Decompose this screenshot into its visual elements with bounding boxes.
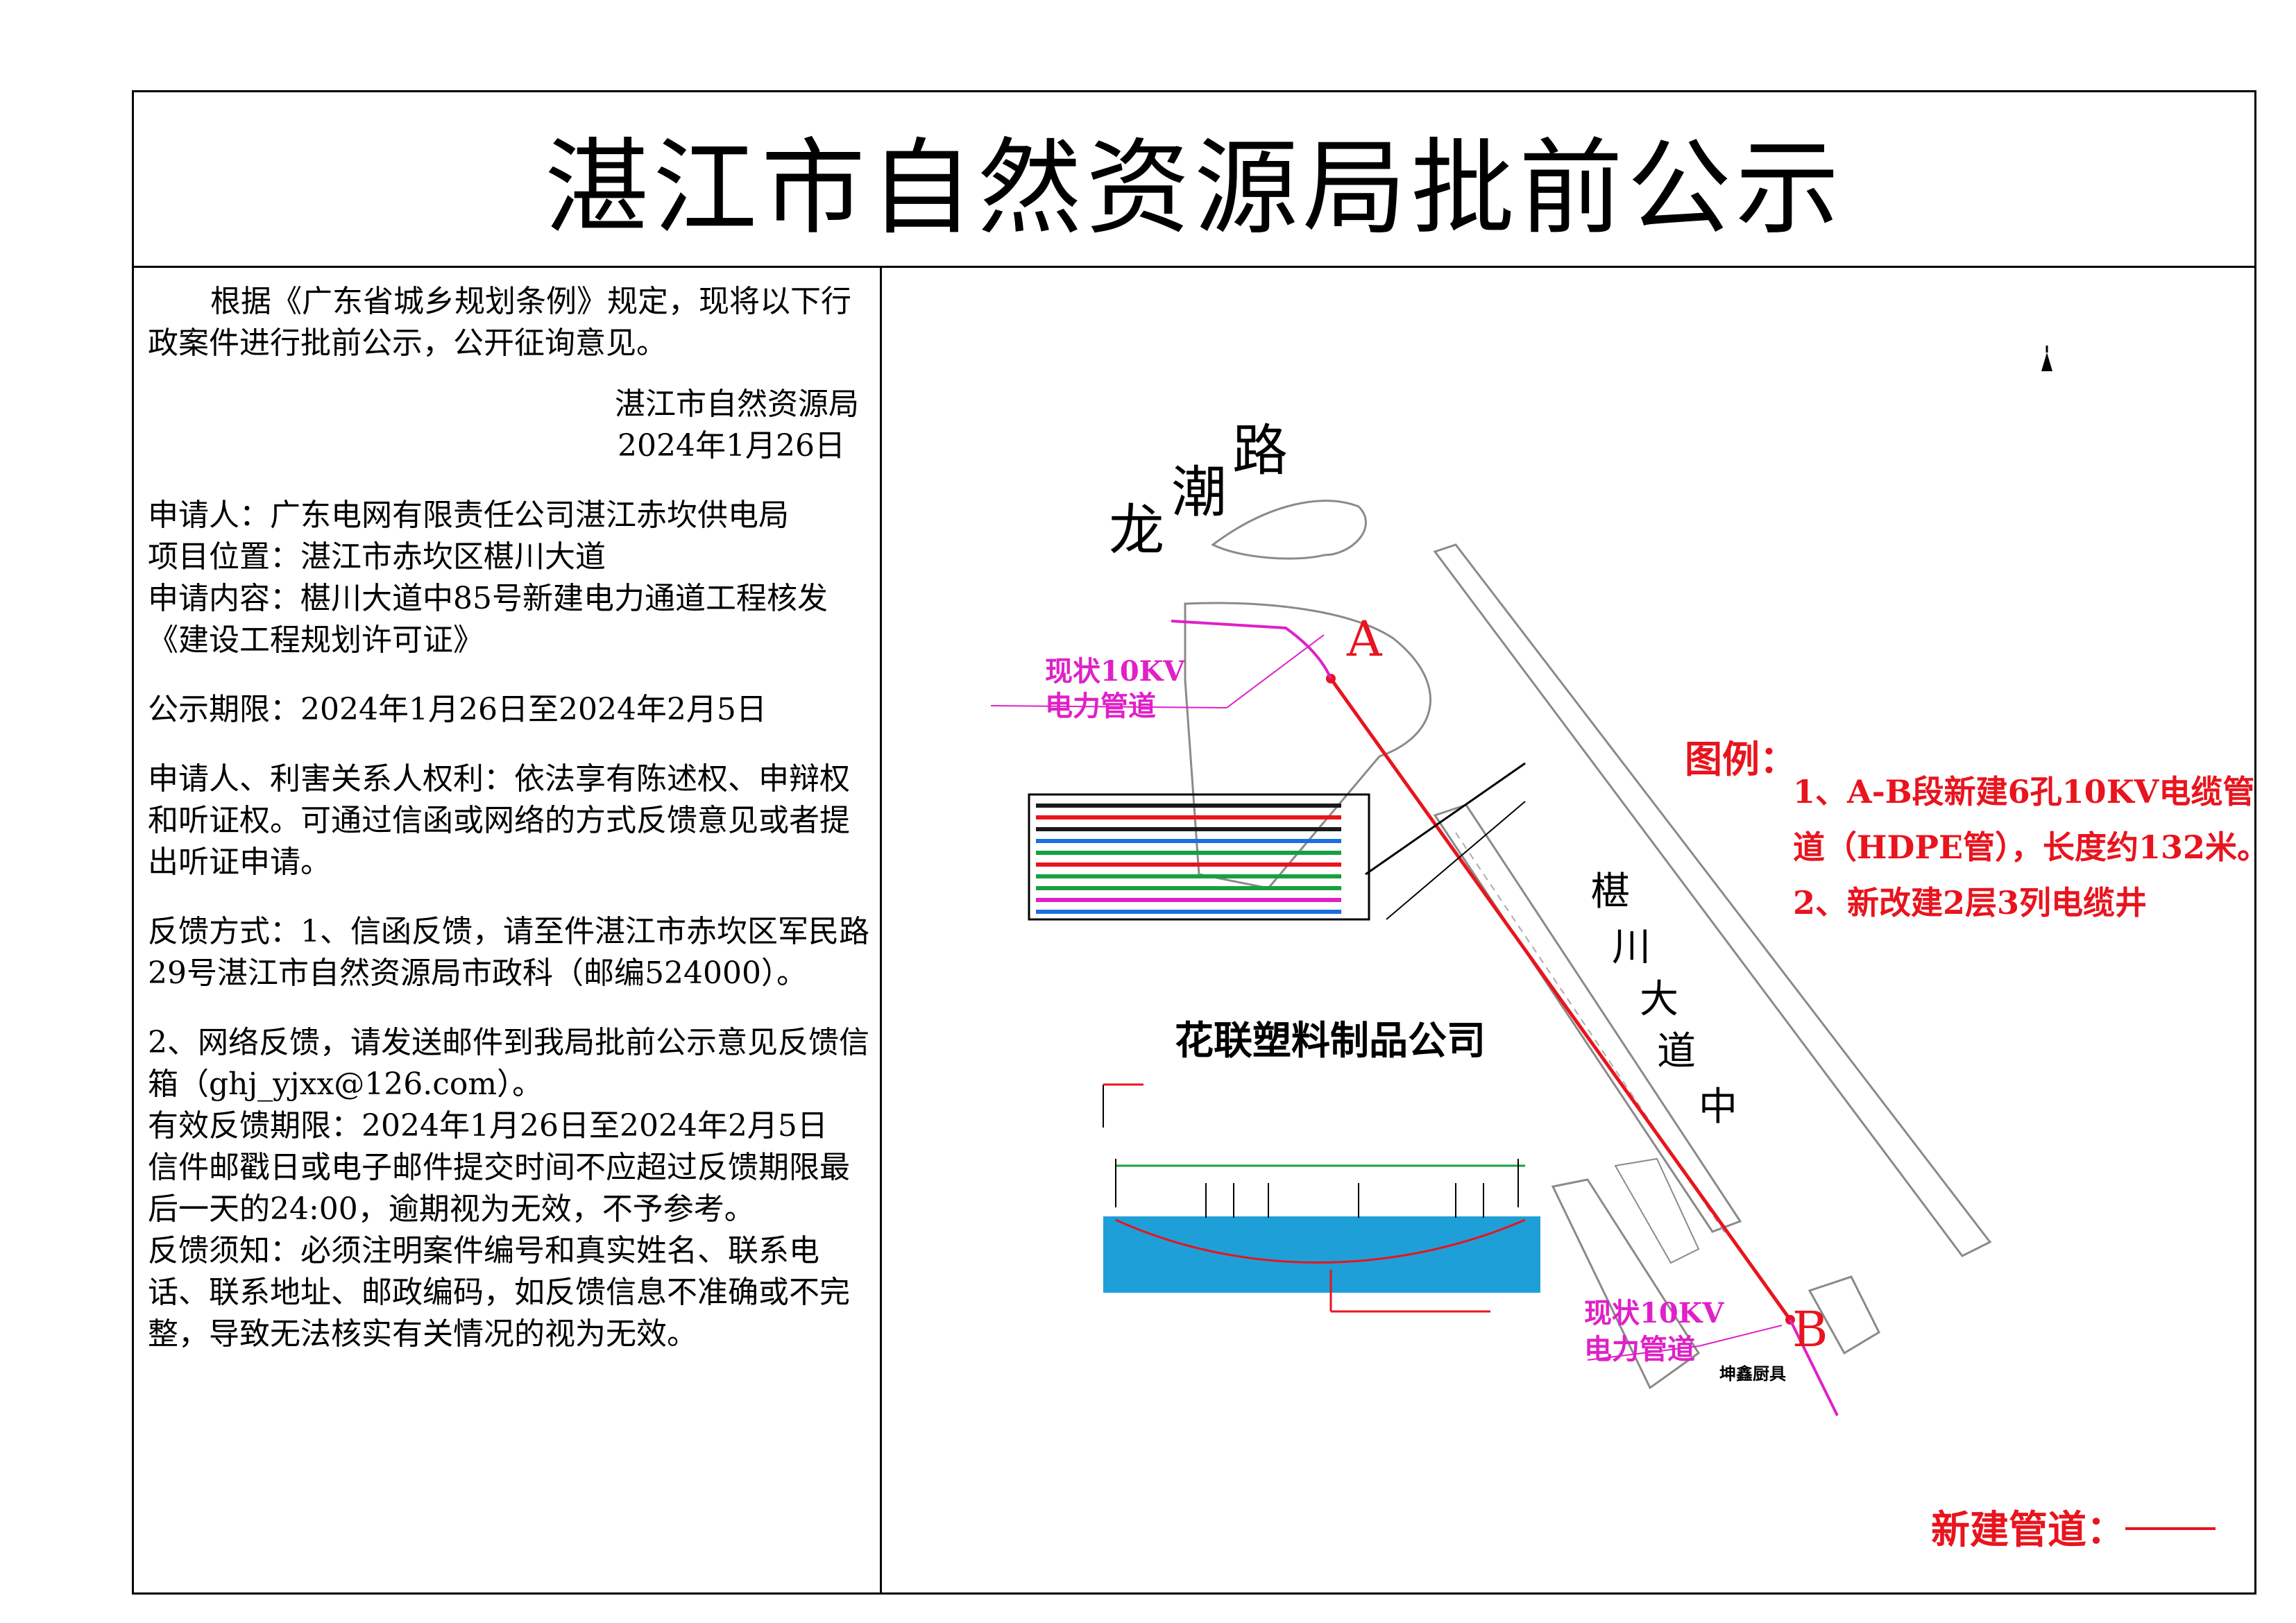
- issuer: 湛江市自然资源局: [615, 386, 859, 422]
- title-row: 湛江市自然资源局批前公示: [134, 92, 2254, 268]
- pipeline-schedule-table: [1028, 762, 1526, 921]
- road-label-zhanchuan-1: 椹: [1591, 869, 1630, 915]
- site-plan-drawing: [990, 346, 2216, 1530]
- cross-section-diagram: [1103, 1083, 1540, 1313]
- existing-line-bottom-label-1: 现状10KV: [1584, 1297, 1724, 1329]
- legend-title: 图例：: [1685, 737, 1797, 781]
- company-label: 花联塑料制品公司: [1175, 1018, 1486, 1064]
- postmark-rule: 信件邮戳日或电子邮件提交时间不应超过反馈期限最后一天的24:00，逾期视为无效，…: [148, 1150, 850, 1227]
- road-label-longchao-2: 潮: [1171, 460, 1227, 525]
- project-location: 项目位置：湛江市赤坎区椹川大道: [148, 539, 606, 575]
- north-arrow-icon: [2041, 346, 2052, 371]
- road-label-longchao-1: 龙: [1109, 498, 1164, 563]
- road-label-zhanchuan-4: 道: [1657, 1029, 1696, 1074]
- legend-item-1a: 1、A-B段新建6孔10KV电缆管: [1793, 773, 2255, 810]
- road-label-zhanchuan-5: 中: [1699, 1085, 1737, 1130]
- existing-line-top-label-2: 电力管道: [1045, 690, 1156, 722]
- new-pipe-legend-label: 新建管道：: [1931, 1507, 2125, 1553]
- applicant: 申请人：广东电网有限责任公司湛江赤坎供电局: [148, 498, 789, 533]
- issue-date: 2024年1月26日: [618, 428, 845, 464]
- kitchen-label: 坤鑫厨具: [1719, 1363, 1786, 1384]
- east-strip-outline: [1433, 543, 1992, 1257]
- road-label-zhanchuan-3: 大: [1640, 977, 1678, 1022]
- notice-text-column: 根据《广东省城乡规划条例》规定，现将以下行政案件进行批前公示，公开征询意见。 湛…: [134, 266, 882, 1592]
- point-b-label: B: [1792, 1301, 1828, 1358]
- legend-item-1b: 道（HDPE管），长度约132米。: [1793, 829, 2270, 866]
- road-label-zhanchuan-2: 川: [1612, 925, 1651, 970]
- rights-text: 申请人、利害关系人权利：依法享有陈述权、申辩权和听证权。可通过信函或网络的方式反…: [148, 761, 850, 880]
- notice-frame: 湛江市自然资源局批前公示 根据《广东省城乡规划条例》规定，现将以下行政案件进行批…: [132, 90, 2256, 1595]
- road-label-longchao-3: 路: [1232, 418, 1288, 483]
- existing-line-bottom-label-2: 电力管道: [1584, 1333, 1695, 1366]
- existing-line-top: [1171, 620, 1332, 679]
- point-a-label: A: [1347, 611, 1382, 668]
- b-block-outline: [1808, 1275, 1880, 1355]
- notice-intro: 根据《广东省城乡规划条例》规定，现将以下行政案件进行批前公示，公开征询意见。: [148, 284, 851, 361]
- existing-line-bottom: [1789, 1319, 1839, 1416]
- valid-period: 有效反馈期限：2024年1月26日至2024年2月5日: [148, 1108, 828, 1144]
- existing-line-top-label-1: 现状10KV: [1045, 655, 1185, 688]
- north-block-outline: [1184, 602, 1431, 890]
- site-plan: 龙 潮 路 椹 川 大 道 中 A B 现状10KV 电力管道 现状10KV 电…: [880, 264, 2269, 1595]
- notice-period: 公示期限：2024年1月26日至2024年2月5日: [148, 692, 767, 727]
- feedback-email: 2、网络反馈，请发送邮件到我局批前公示意见反馈信箱（ghj_yjxx@126.c…: [148, 1025, 869, 1102]
- legend-item-2: 2、新改建2层3列电缆井: [1793, 884, 2148, 921]
- application-content: 申请内容：椹川大道中85号新建电力通道工程核发《建设工程规划许可证》: [148, 581, 828, 658]
- feedback-requirements: 反馈须知：必须注明案件编号和真实姓名、联系电话、联系地址、邮政编码，如反馈信息不…: [148, 1233, 850, 1352]
- south-block-outline: [1551, 1178, 1701, 1390]
- new-pipe-line: [1329, 677, 1792, 1321]
- feedback-letter: 反馈方式：1、信函反馈，请至件湛江市赤坎区军民路29号湛江市自然资源局市政科（邮…: [148, 914, 869, 991]
- longchao-road-island: [1211, 500, 1367, 560]
- median-strip-outline: [1433, 804, 1742, 1233]
- page-title: 湛江市自然资源局批前公示: [544, 128, 1844, 249]
